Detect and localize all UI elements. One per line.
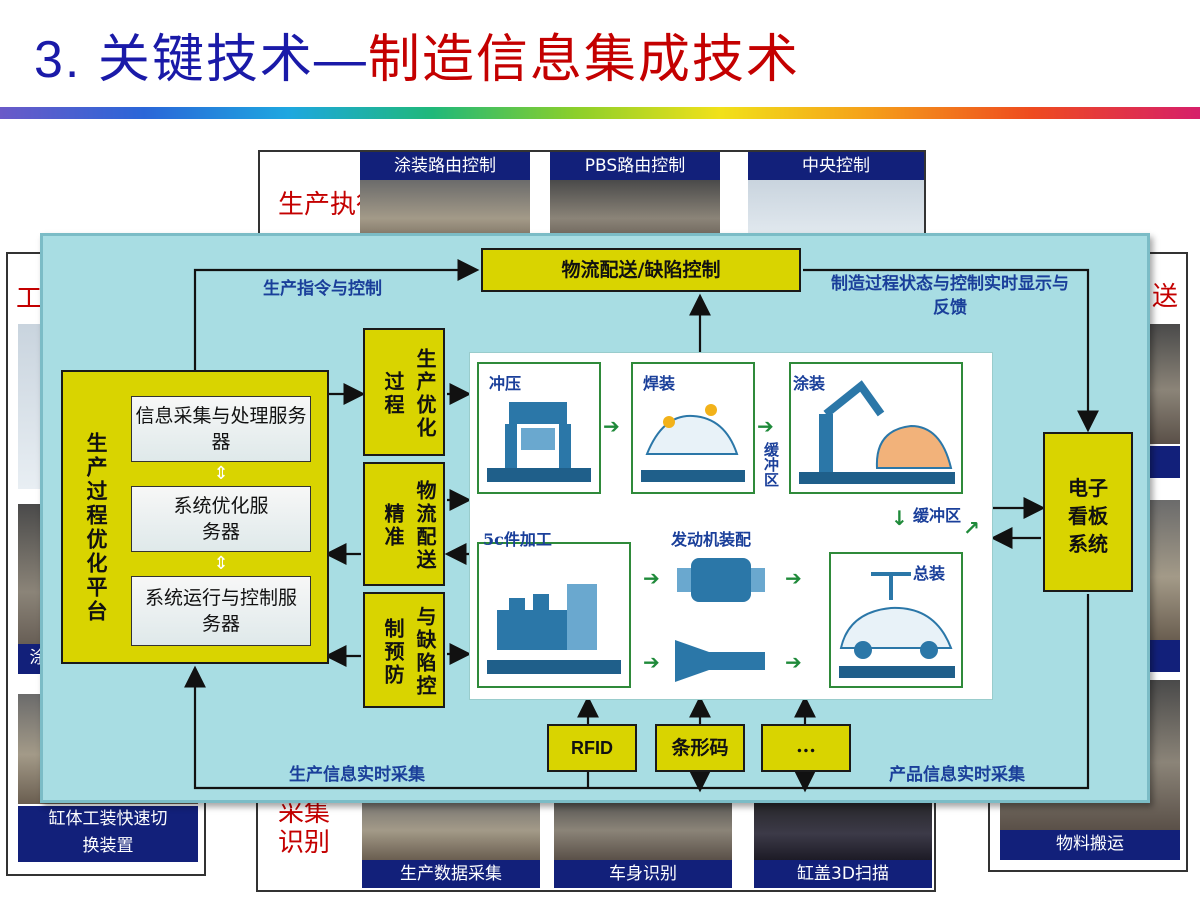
stamping-label: 冲压 bbox=[489, 374, 522, 393]
left-frame-label: 工 bbox=[16, 284, 43, 314]
electronic-kanban-text: 电子看板系统 bbox=[1068, 476, 1108, 556]
painting-station bbox=[789, 362, 963, 494]
caption-body-id: 车身识别 bbox=[554, 860, 732, 888]
5c-machining-station bbox=[477, 542, 631, 688]
defect-prevention-text: 与缺陷控制预防 bbox=[381, 606, 437, 698]
rainbow-divider bbox=[0, 107, 1200, 119]
bottom-photo-frame: 采集识别 生产数据采集 车身识别 缸盖3D扫描 bbox=[256, 792, 936, 892]
buffer-label-2: 缓冲区 bbox=[913, 506, 962, 525]
photo-scan bbox=[754, 794, 932, 860]
caption-painting-route: 涂装路由控制 bbox=[360, 152, 530, 180]
final-assembly-car-icon bbox=[839, 572, 955, 678]
caption-3d-scan: 缸盖3D扫描 bbox=[754, 860, 932, 888]
double-arrow-icon-2: ⇕ bbox=[213, 553, 229, 574]
flow-arrow-icon: ➔ bbox=[603, 414, 620, 438]
production-info-collection-label: 生产信息实时采集 bbox=[289, 765, 425, 785]
machining-center-icon bbox=[487, 584, 621, 674]
engine-assembly-label: 发动机装配 bbox=[671, 530, 752, 549]
logistics-defect-box: 物流配送/缺陷控制 bbox=[481, 248, 801, 292]
rfid-box: RFID bbox=[547, 724, 637, 772]
stamping-station bbox=[477, 362, 601, 494]
production-process-optimization-box: 生产优化过程 bbox=[363, 328, 445, 456]
welding-robot-icon bbox=[641, 404, 745, 482]
production-command-label: 生产指令与控制 bbox=[263, 279, 382, 299]
photo-body bbox=[554, 794, 732, 860]
production-optimization-text: 生产优化过程 bbox=[381, 348, 437, 440]
flow-arrow-icon-3: ➔ bbox=[643, 566, 660, 590]
flow-arrow-icon-7: ↗ bbox=[963, 516, 980, 540]
welding-label: 焊装 bbox=[643, 374, 676, 393]
defect-prevention-box: 与缺陷控制预防 bbox=[363, 592, 445, 708]
flow-arrow-down-icon: ↓ bbox=[891, 506, 908, 530]
electronic-kanban-box: 电子看板系统 bbox=[1043, 432, 1133, 592]
buffer-label-1: 缓冲区 bbox=[762, 442, 780, 487]
other-collection-box: ... bbox=[761, 724, 851, 772]
platform-label: 生产过程优化平台 bbox=[84, 432, 109, 624]
caption-central-control: 中央控制 bbox=[748, 152, 924, 180]
logistics-precision-box: 物流配送精准 bbox=[363, 462, 445, 586]
product-info-collection-label: 产品信息实时采集 bbox=[889, 765, 1025, 785]
bottom-frame-label: 采集识别 bbox=[278, 798, 331, 858]
final-assembly-label: 总装 bbox=[913, 564, 946, 583]
title-topic-part: 制造信息集成技术 bbox=[367, 30, 800, 90]
flow-arrow-icon-6: ➔ bbox=[785, 650, 802, 674]
realtime-feedback-label: 制造过程状态与控制实时显示与反馈 bbox=[831, 274, 1069, 318]
title-number-part: 3. 关键技术— bbox=[34, 31, 368, 89]
photo-body-id: 车身识别 bbox=[554, 794, 732, 890]
flow-arrow-icon-5: ➔ bbox=[785, 566, 802, 590]
painting-robot-icon bbox=[799, 380, 955, 484]
double-arrow-icon: ⇕ bbox=[213, 463, 229, 484]
system-control-server: 系统运行与控制服务器 bbox=[131, 576, 311, 646]
logistics-precision-text: 物流配送精准 bbox=[381, 480, 437, 572]
caption-material-handling: 物料搬运 bbox=[1000, 830, 1180, 860]
flow-arrow-icon-2: ➔ bbox=[757, 414, 774, 438]
right-frame-label: 送 bbox=[1152, 282, 1179, 312]
system-optimization-server: 系统优化服务器 bbox=[131, 486, 311, 552]
welding-station bbox=[631, 362, 755, 494]
connector-lines bbox=[184, 259, 1099, 793]
5c-machining-label: 5c件加工 bbox=[483, 530, 552, 549]
barcode-box: 条形码 bbox=[655, 724, 745, 772]
transmission-icon bbox=[675, 640, 765, 682]
stamping-press-icon bbox=[487, 402, 591, 482]
engine-icon bbox=[677, 558, 765, 602]
photo-production-data: 生产数据采集 bbox=[362, 794, 540, 890]
flow-arrow-icon-4: ➔ bbox=[643, 650, 660, 674]
painting-label: 涂装 bbox=[793, 374, 826, 393]
page-title: 3. 关键技术—制造信息集成技术 bbox=[34, 28, 800, 92]
photo-production bbox=[362, 794, 540, 860]
caption-pbs-route: PBS路由控制 bbox=[550, 152, 720, 180]
caption-production-data: 生产数据采集 bbox=[362, 860, 540, 888]
diagram-panel: 物流配送/缺陷控制 生产指令与控制 制造过程状态与控制实时显示与反馈 生产过程优… bbox=[40, 233, 1150, 803]
final-assembly-station bbox=[829, 552, 963, 688]
data-collection-server: 信息采集与处理服务器 bbox=[131, 396, 311, 462]
caption-fixture-switch: 缸体工装快速切换装置 bbox=[18, 806, 198, 862]
photo-3d-scan: 缸盖3D扫描 bbox=[754, 794, 932, 890]
